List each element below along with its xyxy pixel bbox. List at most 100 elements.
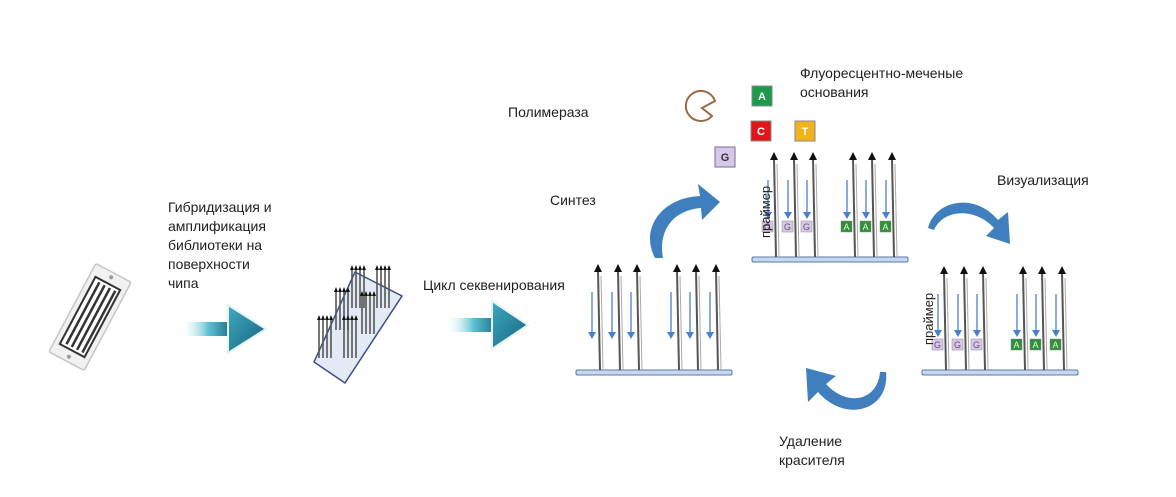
base-g-icon: G [714,146,736,168]
hybridization-label: Гибридизация и амплификация библиотеки н… [168,198,272,293]
base-letter: T [802,126,809,138]
template-strand-shadow [894,163,898,258]
primer-arrow-head [686,332,694,339]
strand-tip [342,287,346,292]
strand-tip-icon [809,152,817,160]
dye-removal-line: Удаление [779,433,843,449]
strand-tip-icon [673,264,681,272]
dna-cluster-icon [375,265,391,308]
tag-letter: G [973,340,980,350]
hybridization-line: чипа [168,275,199,291]
tag-letter: A [1013,340,1019,350]
dye-removal-label: Удаление красителя [779,432,845,470]
template-strand-shadow [796,163,800,258]
template-strand [982,271,986,371]
strand-tip [368,291,372,296]
template-strand-shadow [1025,277,1029,371]
primer-arrow-head [803,212,811,219]
strand-tip [379,265,383,270]
strand-tip-icon [1038,266,1046,274]
dye-removal-line: красителя [779,452,845,468]
tag-letter: G [934,340,941,350]
primer-label: праймер [921,293,936,345]
strand-tip [358,265,362,270]
base-box [751,85,773,107]
sequencing-cycle-label: Цикл секвенирования [423,277,565,293]
strand-tip [372,291,376,296]
flow-cell-chip-icon [48,263,132,371]
hybridization-line: поверхности [168,256,250,272]
tag-letter: A [862,222,868,232]
primer-arrow-head [1013,330,1021,337]
template-strand-shadow [600,275,604,371]
dye-removal-cycle-arrow-icon [806,368,887,410]
strand-tip-icon [888,152,896,160]
template-strand-shadow [1064,277,1068,371]
strand-tip [362,265,366,270]
strand-tip-icon [960,266,968,274]
template-strand [793,157,797,258]
tag-letter: G [784,222,791,232]
strand-tip-icon [868,152,876,160]
base-letter: G [721,152,730,164]
strand-tip-icon [790,152,798,160]
visualization-cycle-arrow-icon [928,202,1010,244]
strand-tip [329,315,333,320]
slide-surface [921,369,1079,376]
template-strand-shadow [946,277,950,371]
primer-label: праймер [758,186,773,238]
chip-surface-clusters-icon [313,265,404,385]
base-box [750,120,772,142]
strand-tip [354,315,358,320]
strand-tip [364,291,368,296]
strand-tip [346,315,350,320]
strand-tip-icon [940,266,948,274]
strand-tip [354,265,358,270]
base-box [794,120,816,142]
fluorescent-bases-line: Флуоресцентно-меченые [800,65,964,81]
template-strand [597,269,601,371]
template-strand [852,157,856,258]
template-strand [1061,271,1065,371]
tag-g [800,220,813,233]
primer-arrow-head [627,332,635,339]
strand-tip-icon [712,264,720,272]
strand-tip-icon [1019,266,1027,274]
primer-arrow-head [706,332,714,339]
tag-g [781,220,794,233]
strand-tip-icon [692,264,700,272]
strand-tip-icon [633,264,641,272]
flow-arrow-right-icon [445,299,530,351]
template-strand [963,271,967,371]
primer-arrow-head [784,212,792,219]
tag-letter: A [1052,340,1058,350]
dna-cluster-icon [350,265,366,308]
primer-arrow-head [608,332,616,339]
template-strand-shadow [639,275,643,371]
tag-a [879,220,892,233]
template-strand-shadow [620,275,624,371]
template-strand [812,157,816,258]
template-strand-shadow [815,163,819,258]
tag-a [1029,338,1042,351]
primer-arrow-head [843,212,851,219]
template-strand-shadow [855,163,859,258]
strand-tip [350,265,354,270]
template-strand [676,269,680,371]
template-strand [695,269,699,371]
dna-cluster-icon [342,315,358,358]
slide-surface [751,256,909,263]
strand-tip [334,287,338,292]
template-strand [1022,271,1026,371]
template-strand-shadow [679,275,683,371]
strand-tip [350,315,354,320]
primer-arrow-head [588,332,596,339]
template-strand-shadow [874,163,878,258]
base-t-icon: T [794,120,816,142]
visualization-label: Визуализация [997,172,1089,188]
template-strand [773,157,777,258]
base-letter: C [757,126,765,138]
